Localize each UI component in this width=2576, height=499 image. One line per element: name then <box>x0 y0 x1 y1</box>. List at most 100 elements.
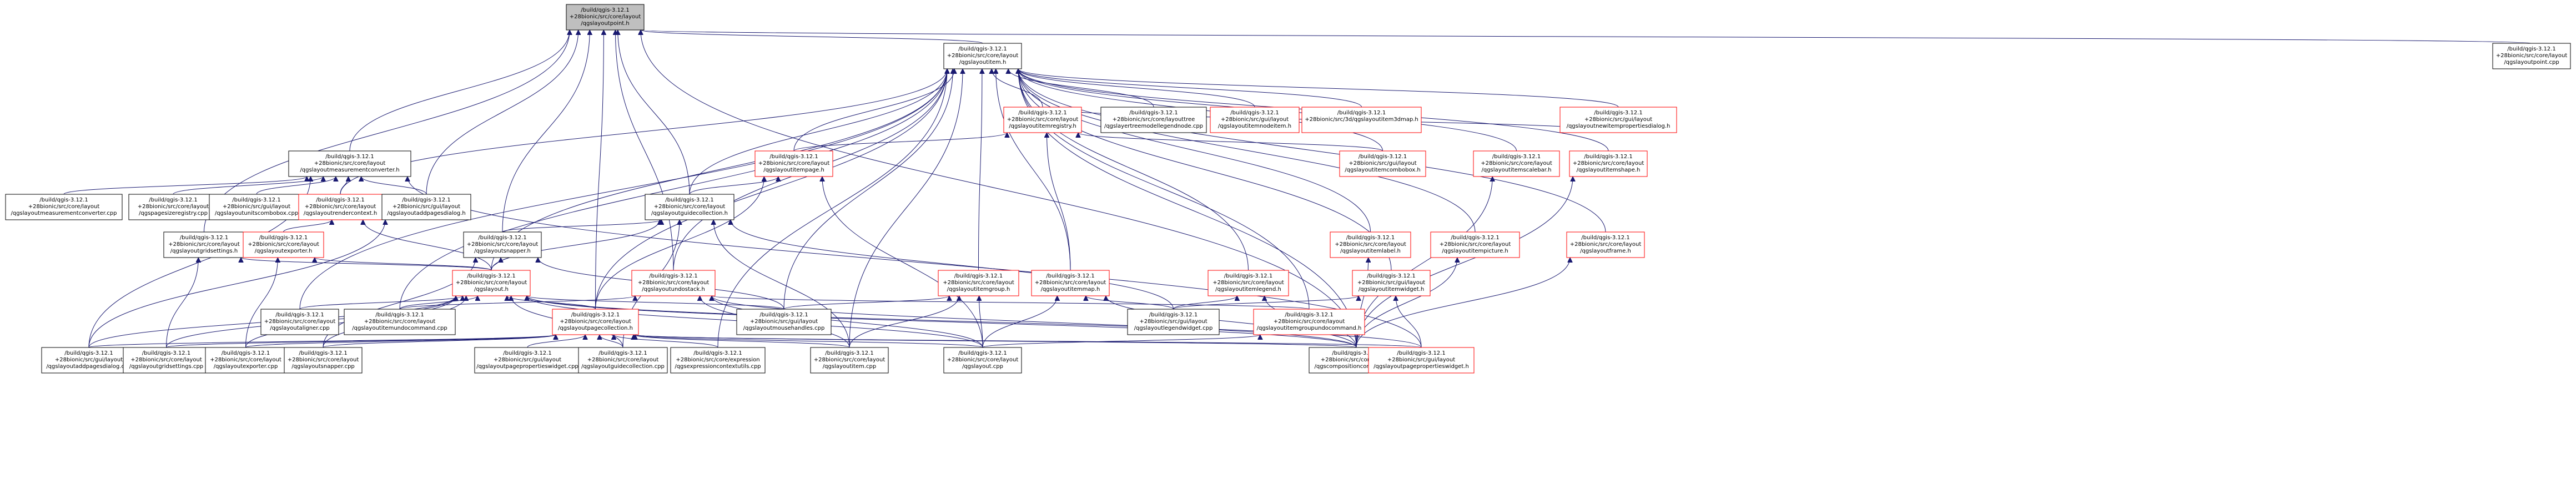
file-node-itemlabel-h[interactable]: /build/qgis-3.12.1+28bionic/src/core/lay… <box>1330 231 1411 258</box>
include-edge <box>635 335 1422 348</box>
node-label-line: +28bionic/src/core/layout <box>1035 280 1106 286</box>
node-label-line: /build/qgis-3.12.1 <box>1224 273 1272 279</box>
include-edge <box>1356 177 1492 348</box>
file-node-guidecoll-h[interactable]: /build/qgis-3.12.1+28bionic/src/core/lay… <box>645 194 734 220</box>
node-label-line: /qgslayoutaligner.cpp <box>270 325 330 331</box>
file-node-gridsettings-h[interactable]: /build/qgis-3.12.1+28bionic/src/core/lay… <box>163 231 245 258</box>
node-label-line: /qgslayoutsnapper.cpp <box>291 364 355 370</box>
node-label-line: /build/qgis-3.12.1 <box>316 197 364 203</box>
node-label-line: +28bionic/src/3d/qgslayoutitem3dmap.h <box>1305 117 1418 123</box>
file-node-undostack-h[interactable]: /build/qgis-3.12.1+28bionic/src/core/lay… <box>631 270 716 296</box>
file-node-gridsettings-cpp[interactable]: /build/qgis-3.12.1+28bionic/src/core/lay… <box>123 347 210 374</box>
node-label-line: +28bionic/src/core/layout <box>587 357 659 363</box>
file-node-pageprops-cpp[interactable]: /build/qgis-3.12.1+28bionic/src/gui/layo… <box>474 347 581 374</box>
node-box <box>209 194 304 220</box>
node-label-line: /build/qgis-3.12.1 <box>64 350 113 356</box>
file-node-exporter-h[interactable]: /build/qgis-3.12.1+28bionic/src/core/lay… <box>243 231 324 258</box>
file-node-addpagesdlg-cpp[interactable]: /build/qgis-3.12.1+28bionic/src/gui/layo… <box>41 347 137 374</box>
file-node-rendercontext-h[interactable]: /build/qgis-3.12.1+28bionic/src/core/lay… <box>298 194 383 220</box>
node-box <box>1210 107 1300 133</box>
node-label-line: +28bionic/src/core/layout <box>28 204 100 210</box>
node-label-line: +28bionic/src/core/layout <box>654 204 726 210</box>
include-edge <box>245 334 556 348</box>
node-label-line: /qgslayoutitemshape.h <box>1577 167 1641 173</box>
include-edge <box>1018 69 1476 233</box>
node-label-line: /build/qgis-3.12.1 <box>1451 235 1499 241</box>
file-node-layoutpoint-cpp[interactable]: /build/qgis-3.12.1+28bionic/src/core/lay… <box>2492 43 2571 69</box>
file-node-mousehandles-cpp[interactable]: /build/qgis-3.12.1+28bionic/src/gui/layo… <box>736 309 832 335</box>
file-node-snapper-h[interactable]: /build/qgis-3.12.1+28bionic/src/core/lay… <box>463 231 542 258</box>
file-node-layouttree-cpp[interactable]: /build/qgis-3.12.1+28bionic/src/core/lay… <box>1100 107 1207 133</box>
node-label-line: /qgslayoutaddpagesdialog.cpp <box>46 364 131 370</box>
file-node-root[interactable]: /build/qgis-3.12.1+28bionic/src/core/lay… <box>566 4 645 31</box>
include-edge <box>426 30 578 195</box>
file-node-itemregistry-h[interactable]: /build/qgis-3.12.1+28bionic/src/core/lay… <box>1003 107 1082 133</box>
file-node-shape-h[interactable]: /build/qgis-3.12.1+28bionic/src/core/lay… <box>1569 150 1648 177</box>
file-node-itempicture-h[interactable]: /build/qgis-3.12.1+28bionic/src/core/lay… <box>1430 231 1520 258</box>
node-label-line: /build/qgis-3.12.1 <box>954 273 1003 279</box>
file-node-legendwidget-cpp[interactable]: /build/qgis-3.12.1+28bionic/src/gui/layo… <box>1127 309 1220 335</box>
node-label-line: /build/qgis-3.12.1 <box>958 46 1007 52</box>
file-node-pageprops-h[interactable]: /build/qgis-3.12.1+28bionic/src/gui/layo… <box>1368 347 1475 374</box>
node-label-line: /qgslayoutexporter.cpp <box>214 364 278 370</box>
node-label-line: +28bionic/src/gui/layout <box>1357 280 1425 286</box>
file-node-layoutitem-cpp[interactable]: /build/qgis-3.12.1+28bionic/src/core/lay… <box>810 347 889 374</box>
node-label-line: /qgslayoutitemmap.h <box>1041 286 1100 293</box>
include-edge <box>363 220 492 271</box>
node-label-line: /build/qgis-3.12.1 <box>1397 350 1445 356</box>
node-label-line: /qgslayoutframe.h <box>1580 248 1631 254</box>
node-label-line: +28bionic/src/core/layout <box>264 319 336 325</box>
file-node-groupundo-h[interactable]: /build/qgis-3.12.1+28bionic/src/core/lay… <box>1253 309 1365 335</box>
node-label-line: /qgslayoutitemgroup.h <box>947 286 1010 293</box>
node-label-line: /qgslayoutgridsettings.h <box>170 248 238 254</box>
node-label-line: /build/qgis-3.12.1 <box>769 154 818 160</box>
node-label-line: /build/qgis-3.12.1 <box>325 154 374 160</box>
file-node-papersize-cpp[interactable]: /build/qgis-3.12.1+28bionic/src/core/lay… <box>128 194 218 220</box>
node-box <box>452 270 531 296</box>
node-label-line: +28bionic/src/gui/layout <box>55 357 123 363</box>
file-node-itemmap-h[interactable]: /build/qgis-3.12.1+28bionic/src/core/lay… <box>1031 270 1110 296</box>
file-node-scalebar-h[interactable]: /build/qgis-3.12.1+28bionic/src/core/lay… <box>1473 150 1560 177</box>
file-node-newitemprops-h[interactable]: /build/qgis-3.12.1+28bionic/src/gui/layo… <box>1559 107 1677 133</box>
file-node-itemmap3d-h[interactable]: /build/qgis-3.12.1+28bionic/src/3d/qgsla… <box>1301 107 1422 133</box>
file-node-layout-cpp[interactable]: /build/qgis-3.12.1+28bionic/src/core/lay… <box>943 347 1022 374</box>
file-node-itemlegend-h[interactable]: /build/qgis-3.12.1+28bionic/src/core/lay… <box>1208 270 1289 296</box>
include-edge <box>713 220 850 348</box>
include-edge <box>1396 296 1422 348</box>
file-node-addpages-h[interactable]: /build/qgis-3.12.1+28bionic/src/gui/layo… <box>381 194 471 220</box>
node-box <box>1253 309 1365 335</box>
file-node-unitscombo-cpp[interactable]: /build/qgis-3.12.1+28bionic/src/gui/layo… <box>209 194 304 220</box>
file-node-itempage-h[interactable]: /build/qgis-3.12.1+28bionic/src/core/lay… <box>754 150 833 177</box>
include-edge <box>299 69 947 310</box>
file-node-aligner-cpp[interactable]: /build/qgis-3.12.1+28bionic/src/core/lay… <box>260 309 339 335</box>
node-box <box>2492 43 2571 69</box>
file-node-measconv-cpp[interactable]: /build/qgis-3.12.1+28bionic/src/core/lay… <box>5 194 123 220</box>
include-edge <box>822 177 983 348</box>
node-label-line: /qgslayoutpoint.cpp <box>2504 59 2559 65</box>
file-node-undocommand-cpp[interactable]: /build/qgis-3.12.1+28bionic/src/core/lay… <box>344 309 456 335</box>
file-node-measconv-h[interactable]: /build/qgis-3.12.1+28bionic/src/core/lay… <box>288 150 411 177</box>
node-label-line: +28bionic/src/core/layout <box>947 53 1019 59</box>
file-node-layout-h[interactable]: /build/qgis-3.12.1+28bionic/src/core/lay… <box>452 270 531 296</box>
file-node-pagecoll-h[interactable]: /build/qgis-3.12.1+28bionic/src/core/lay… <box>552 309 639 335</box>
node-label-line: +28bionic/src/core/layout <box>560 319 631 325</box>
include-edge <box>783 69 953 310</box>
file-node-exporter-cpp[interactable]: /build/qgis-3.12.1+28bionic/src/core/lay… <box>205 347 286 374</box>
file-node-itemcombobox-h[interactable]: /build/qgis-3.12.1+28bionic/src/gui/layo… <box>1339 150 1426 177</box>
include-edge <box>618 30 690 195</box>
file-node-layoutitem-h[interactable]: /build/qgis-3.12.1+28bionic/src/core/lay… <box>943 43 1022 69</box>
node-label-line: /qgslayoutitemscalebar.h <box>1481 167 1551 173</box>
node-label-line: /qgslayoutguidecollection.cpp <box>581 364 665 370</box>
include-edge <box>793 132 1007 152</box>
node-label-line: /build/qgis-3.12.1 <box>649 273 697 279</box>
file-node-exprcontext-cpp[interactable]: /build/qgis-3.12.1+28bionic/src/core/exp… <box>670 347 766 374</box>
file-node-frame-h[interactable]: /build/qgis-3.12.1+28bionic/src/core/lay… <box>1566 231 1645 258</box>
file-node-itemgroup-h[interactable]: /build/qgis-3.12.1+28bionic/src/core/lay… <box>938 270 1019 296</box>
file-node-guidecoll-cpp[interactable]: /build/qgis-3.12.1+28bionic/src/core/lay… <box>578 347 668 374</box>
include-edge <box>978 69 982 271</box>
file-node-itemwidget-h[interactable]: /build/qgis-3.12.1+28bionic/src/gui/layo… <box>1352 270 1431 296</box>
node-label-line: /build/qgis-3.12.1 <box>1581 235 1629 241</box>
node-label-line: +28bionic/src/core/layout <box>288 357 359 363</box>
file-node-snapper-cpp[interactable]: /build/qgis-3.12.1+28bionic/src/core/lay… <box>284 347 363 374</box>
file-node-itemnodeitem-h[interactable]: /build/qgis-3.12.1+28bionic/src/gui/layo… <box>1210 107 1300 133</box>
